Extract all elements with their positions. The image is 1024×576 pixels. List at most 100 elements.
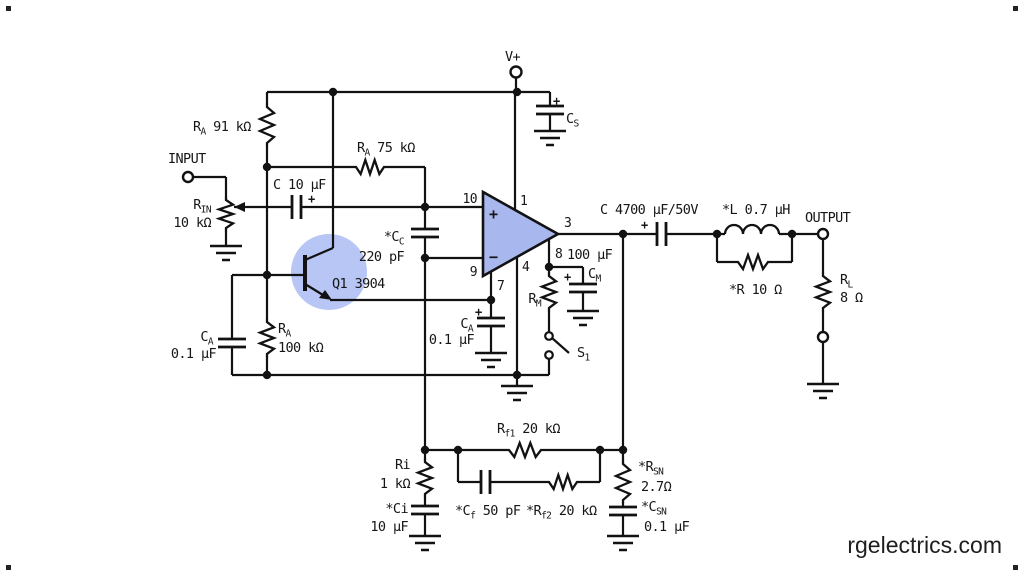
transistor-highlight <box>291 234 367 310</box>
q1-collector <box>304 246 334 262</box>
capacitor-cf <box>479 470 492 494</box>
s1-terminal-top <box>544 331 554 341</box>
resistor-rin-pot <box>215 196 237 232</box>
label-ri-value: 1 kΩ <box>380 476 411 492</box>
label-s1: S1 <box>577 345 591 364</box>
capacitor-c-4700uf <box>655 222 668 246</box>
label-ca-pin7-value: 0.1 µF <box>429 332 475 348</box>
terminals <box>181 65 830 344</box>
label-ri: Ri <box>395 457 411 473</box>
label-csn-value: 0.1 µF <box>644 519 690 535</box>
plus-c-4700uf: + <box>641 218 648 232</box>
opamp: + − 10 9 1 3 8 4 7 <box>463 189 572 294</box>
capacitor-ca-left <box>218 337 246 349</box>
junction-dots <box>262 87 797 455</box>
transistor-q1 <box>303 246 334 300</box>
label-ci: *Ci <box>385 501 408 517</box>
s1-terminal-bottom <box>544 350 554 360</box>
capacitors <box>218 104 668 517</box>
resistor-ra-100k <box>256 318 278 358</box>
label-q1: Q1 3904 <box>332 276 385 292</box>
opamp-triangle <box>481 189 561 279</box>
label-csn: *CSN <box>641 499 667 518</box>
plus-cm: + <box>564 270 571 284</box>
capacitor-csn <box>609 505 637 517</box>
label-rf2: *Rf2 20 kΩ <box>526 503 597 522</box>
label-rsn-value: 2.7Ω <box>641 479 672 495</box>
label-vplus: V+ <box>505 49 521 65</box>
label-ci-value: 10 µF <box>370 519 408 535</box>
label-rl: RL <box>840 272 854 291</box>
label-rm: RM <box>528 291 542 310</box>
resistor-ra-75k <box>352 156 388 178</box>
opamp-pin-1: 1 <box>520 194 527 209</box>
opamp-pin-4: 4 <box>522 260 530 275</box>
capacitor-c-10uf <box>290 195 303 219</box>
inductor-l <box>723 223 781 235</box>
ground-cs <box>534 129 566 147</box>
watermark: rgelectrics.com <box>847 532 1002 558</box>
ground-ci <box>409 534 441 552</box>
resistor-rsn <box>613 460 633 504</box>
corner-marks <box>6 6 1018 570</box>
opamp-noninverting-sign: + <box>489 205 498 223</box>
opamp-pin-3: 3 <box>564 216 571 231</box>
capacitor-ca-pin7 <box>477 316 505 328</box>
plus-cs: + <box>553 94 560 108</box>
capacitor-cm <box>569 282 597 294</box>
capacitor-cs <box>536 104 564 116</box>
resistor-rm <box>538 272 560 312</box>
label-ca-left: CA <box>200 329 214 348</box>
label-rl-value: 8 Ω <box>840 290 863 306</box>
plus-ca-pin7: + <box>475 305 482 319</box>
q1-emitter <box>304 283 324 296</box>
switch-s1 <box>544 331 570 360</box>
opamp-inverting-sign: − <box>489 248 498 266</box>
label-cf: *Cf 50 pF <box>455 503 521 522</box>
label-c-10uf: C 10 µF <box>273 177 326 193</box>
vplus-terminal <box>509 65 523 79</box>
opamp-pin-9: 9 <box>470 265 477 280</box>
label-r-out: *R 10 Ω <box>729 282 782 298</box>
resistor-rf2 <box>545 471 581 493</box>
opamp-pin-10: 10 <box>463 192 477 207</box>
resistors <box>215 103 834 504</box>
label-rin: RIN <box>193 197 212 216</box>
label-cm-value: 100 µF <box>567 247 613 263</box>
resistor-rl-8ohm <box>812 272 834 312</box>
ground-ca-pin7 <box>475 351 507 369</box>
label-c-4700uf: C 4700 µF/50V <box>600 202 698 218</box>
label-cc: *CC <box>384 229 404 248</box>
label-cm: CM <box>588 266 602 285</box>
resistor-ri <box>414 458 436 498</box>
capacitor-ci <box>411 504 439 516</box>
resistor-r-10ohm <box>734 251 772 273</box>
label-ca-left-value: 0.1 µF <box>171 346 217 362</box>
plus-c-10uf: + <box>308 192 315 206</box>
label-ca-pin7: CA <box>460 316 474 335</box>
s1-blade <box>551 337 570 354</box>
label-cc-value: 220 pF <box>359 249 405 265</box>
label-input: INPUT <box>168 151 206 167</box>
ground-pin4 <box>501 384 533 402</box>
ground-cm <box>567 309 599 327</box>
label-rin-value: 10 kΩ <box>173 215 211 231</box>
ground-csn <box>607 534 639 552</box>
label-ra-91k: RA 91 kΩ <box>193 119 251 138</box>
ground-rl <box>807 382 839 400</box>
labels: INPUT V+ OUTPUT RA 91 kΩ RIN 10 kΩ C 10 … <box>168 49 1002 558</box>
opamp-pin-8: 8 <box>555 247 562 262</box>
q1-emitter-arrow <box>319 290 332 300</box>
label-l-out: *L 0.7 µH <box>722 202 790 218</box>
ground-input <box>210 244 242 262</box>
label-ra-100k: RA <box>278 321 292 340</box>
ground-symbols <box>210 129 839 552</box>
output-terminal <box>816 227 830 241</box>
label-rsn: *RSN <box>638 459 664 478</box>
resistor-ra-91k <box>257 103 277 147</box>
label-cs: CS <box>566 111 580 130</box>
label-output: OUTPUT <box>805 210 851 226</box>
resistor-rf1 <box>505 439 545 461</box>
